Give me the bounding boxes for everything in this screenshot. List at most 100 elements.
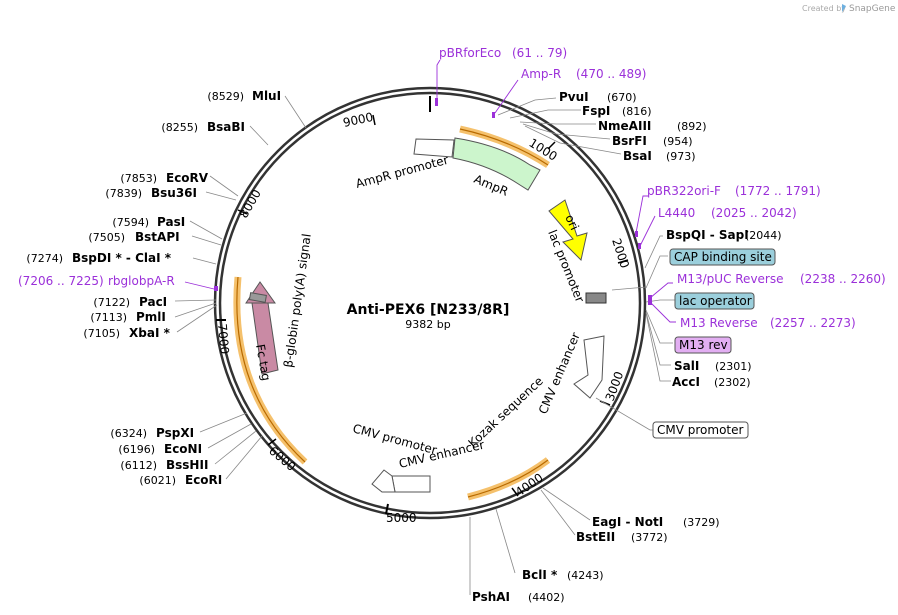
site-bsteii[interactable]: BstEII (3772) <box>576 530 668 544</box>
box-cap-binding-site[interactable]: CAP binding site <box>669 248 776 266</box>
site-fspi[interactable]: FspI (816) <box>582 104 652 118</box>
site-sali[interactable]: SalI (2301) <box>674 359 752 373</box>
primer-rbglobpa-r[interactable]: (7206 .. 7225) rbglobpA-R <box>18 274 175 288</box>
site-bsrfi[interactable]: BsrFI (954) <box>612 134 693 148</box>
site-eagi-noti[interactable]: EagI - NotI (3729) <box>592 515 720 529</box>
site-bsshii[interactable]: (6112) BssHII <box>120 458 208 472</box>
site-nmeaiii[interactable]: NmeAIII (892) <box>598 119 707 133</box>
svg-text:(2044): (2044) <box>745 229 782 242</box>
svg-text:M13/pUC Reverse: M13/pUC Reverse <box>677 272 784 286</box>
box-cmv-promoter[interactable]: CMV promoter <box>652 421 749 439</box>
primer-pbr322ori-f[interactable]: pBR322ori-F (1772 .. 1791) <box>647 184 821 198</box>
site-bstapi[interactable]: (7505) BstAPI <box>88 230 179 244</box>
svg-text:BspQI - SapI: BspQI - SapI <box>666 228 749 242</box>
svg-text:EcoNI: EcoNI <box>164 442 202 456</box>
svg-text:PacI: PacI <box>139 295 167 309</box>
svg-text:(3772): (3772) <box>631 531 668 544</box>
svg-text:BclI *: BclI * <box>522 568 558 582</box>
svg-text:(6021): (6021) <box>139 474 176 487</box>
site-bsu36i[interactable]: (7839) Bsu36I <box>105 186 197 200</box>
credit-brand: SnapGene <box>849 4 896 14</box>
globin-box[interactable] <box>248 292 267 303</box>
svg-text:BsrFI: BsrFI <box>612 134 647 148</box>
svg-text:(7505): (7505) <box>88 231 125 244</box>
svg-text:(6196): (6196) <box>118 443 155 456</box>
svg-text:MluI: MluI <box>252 89 281 103</box>
site-bspdi-clai[interactable]: (7274) BspDI * - ClaI * <box>26 251 171 265</box>
cmv-enhancer-arrow[interactable] <box>573 335 605 399</box>
site-bsai[interactable]: BsaI (973) <box>623 149 696 163</box>
svg-text:(816): (816) <box>622 105 652 118</box>
svg-text:(6324): (6324) <box>110 427 147 440</box>
site-ecorv[interactable]: (7853) EcoRV <box>120 171 208 185</box>
svg-text:BsaBI: BsaBI <box>207 120 245 134</box>
svg-text:NmeAIII: NmeAIII <box>598 119 651 133</box>
tick-9000: 9000 <box>342 110 375 130</box>
site-pshai[interactable]: PshAI (4402) <box>472 590 565 604</box>
svg-text:(8255): (8255) <box>161 121 198 134</box>
svg-text:BspDI * - ClaI *: BspDI * - ClaI * <box>72 251 172 265</box>
ampr-promoter-arrow[interactable] <box>413 138 455 158</box>
site-mlui[interactable]: (8529) MluI <box>207 89 281 103</box>
primer-m13-puc-reverse[interactable]: M13/pUC Reverse (2238 .. 2260) <box>677 272 886 286</box>
site-economi[interactable]: (6196) EcoNI <box>118 442 202 456</box>
primer-l4440[interactable]: L4440 (2025 .. 2042) <box>658 206 797 220</box>
site-bcli[interactable]: BclI * (4243) <box>522 568 604 582</box>
ampr-arrow[interactable] <box>452 137 541 191</box>
svg-text:BstAPI: BstAPI <box>135 230 180 244</box>
svg-text:CAP binding site: CAP binding site <box>674 250 772 264</box>
box-m13-rev[interactable]: M13 rev <box>674 336 732 354</box>
svg-text:(2301): (2301) <box>715 360 752 373</box>
svg-text:(7206 .. 7225): (7206 .. 7225) <box>18 274 104 288</box>
cmv-promoter-arrow[interactable] <box>371 469 396 493</box>
svg-text:FspI: FspI <box>582 104 610 118</box>
svg-text:SalI: SalI <box>674 359 699 373</box>
svg-text:lac operator: lac operator <box>679 294 752 308</box>
site-pmli[interactable]: (7113) PmlI <box>90 310 165 324</box>
site-pasi[interactable]: (7594) PasI <box>112 215 185 229</box>
primer-m13-reverse[interactable]: M13 Reverse (2257 .. 2273) <box>680 316 856 330</box>
primer-pbrforeco[interactable]: pBRforEco (61 .. 79) <box>439 46 567 60</box>
svg-text:PvuI: PvuI <box>559 90 589 104</box>
ori-arrow[interactable] <box>548 199 588 261</box>
svg-text:AccI: AccI <box>672 375 700 389</box>
svg-text:BssHII: BssHII <box>166 458 208 472</box>
svg-text:pBRforEco: pBRforEco <box>439 46 501 60</box>
site-xbai[interactable]: (7105) XbaI * <box>83 326 170 340</box>
svg-text:BstEII: BstEII <box>576 530 615 544</box>
site-pvui[interactable]: PvuI (670) <box>559 90 637 104</box>
svg-text:pBR322ori-F: pBR322ori-F <box>647 184 721 198</box>
svg-text:(6112): (6112) <box>120 459 157 472</box>
svg-text:(61 .. 79): (61 .. 79) <box>512 46 567 60</box>
site-bsabi[interactable]: (8255) BsaBI <box>161 120 245 134</box>
svg-text:PasI: PasI <box>157 215 185 229</box>
svg-text:PshAI: PshAI <box>472 590 510 604</box>
lac-operator-box[interactable] <box>585 292 607 304</box>
svg-text:(7105): (7105) <box>83 327 120 340</box>
cmv-enhancer-arrow-2[interactable] <box>391 475 431 493</box>
site-acci[interactable]: AccI (2302) <box>672 375 751 389</box>
svg-text:(2238 .. 2260): (2238 .. 2260) <box>800 272 886 286</box>
credit-text: Created by <box>802 4 846 13</box>
label-globin-polya: β-globin poly(A) signal <box>281 233 314 369</box>
tick-2000: 2000 <box>609 237 632 270</box>
fc-tag-arrow[interactable] <box>245 281 279 375</box>
svg-text:(2302): (2302) <box>714 376 751 389</box>
plasmid-title: Anti-PEX6 [N233/8R] <box>347 302 510 318</box>
svg-text:(2025 .. 2042): (2025 .. 2042) <box>711 206 797 220</box>
svg-text:(892): (892) <box>677 120 707 133</box>
svg-text:(8529): (8529) <box>207 90 244 103</box>
site-paci[interactable]: (7122) PacI <box>93 295 167 309</box>
site-pspxi[interactable]: (6324) PspXI <box>110 426 194 440</box>
svg-text:(4243): (4243) <box>567 569 604 582</box>
site-bspqi-sapi[interactable]: BspQI - SapI (2044) <box>666 228 782 242</box>
plasmid-size: 9382 bp <box>405 318 450 331</box>
svg-text:(954): (954) <box>663 135 693 148</box>
box-lac-operator[interactable]: lac operator <box>674 292 755 310</box>
site-ecori[interactable]: (6021) EcoRI <box>139 473 222 487</box>
primer-amp-r[interactable]: Amp-R (470 .. 489) <box>521 67 646 81</box>
svg-text:CMV promoter: CMV promoter <box>657 423 744 437</box>
label-cmv-enhancer-1: CMV enhancer <box>536 330 583 416</box>
